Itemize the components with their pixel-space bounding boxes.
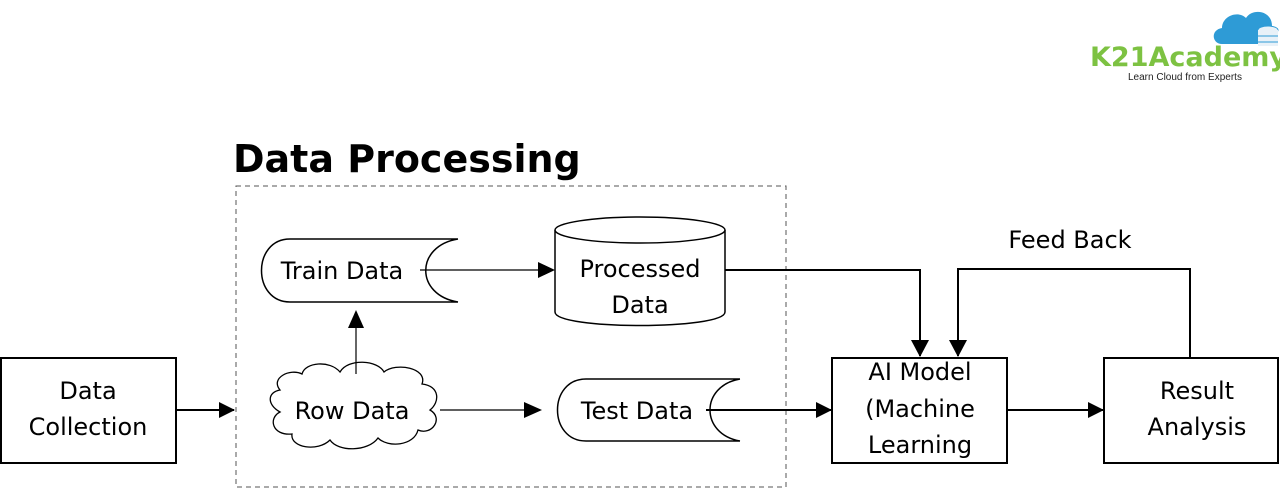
node-processed-data[interactable]: Processed Data	[554, 216, 726, 327]
node-label: Collection	[29, 413, 148, 441]
node-label: Learning	[868, 431, 972, 459]
arrowhead	[524, 402, 542, 418]
cloud-database-icon	[1213, 11, 1279, 46]
node-label: Data	[59, 377, 116, 405]
node-label: Row Data	[295, 397, 410, 425]
node-result-analysis[interactable]: Result Analysis	[1103, 357, 1279, 464]
node-data-collection[interactable]: Data Collection	[0, 357, 177, 464]
node-train-data[interactable]: Train Data	[260, 238, 459, 303]
feedback-label: Feed Back	[1008, 226, 1131, 254]
node-row-data[interactable]: Row Data	[269, 361, 438, 450]
edge-feedback	[957, 268, 1191, 358]
node-label: Analysis	[1148, 413, 1247, 441]
arrowhead	[348, 310, 364, 328]
node-label: Test Data	[580, 397, 693, 425]
logo-tagline: Learn Cloud from Experts	[1128, 72, 1242, 83]
node-test-data[interactable]: Test Data	[556, 378, 741, 442]
node-label: Result	[1160, 377, 1234, 405]
logo-brand: K21Academy	[1090, 42, 1280, 73]
data-processing-group	[235, 185, 787, 488]
arrowhead	[911, 340, 929, 357]
node-label: Train Data	[280, 257, 404, 285]
edge-processed-to-model	[725, 269, 921, 356]
diagram-title: Data Processing	[233, 137, 581, 181]
node-ai-model[interactable]: AI Model (Machine Learning	[831, 357, 1008, 464]
node-label: AI Model	[868, 358, 971, 386]
arrowhead	[538, 262, 555, 278]
k21academy-logo: K21Academy Learn Cloud from Experts	[1090, 11, 1280, 83]
node-label: Data	[611, 291, 668, 319]
arrowhead	[949, 340, 967, 357]
node-label: Processed	[579, 255, 700, 283]
node-label: (Machine	[865, 395, 975, 423]
